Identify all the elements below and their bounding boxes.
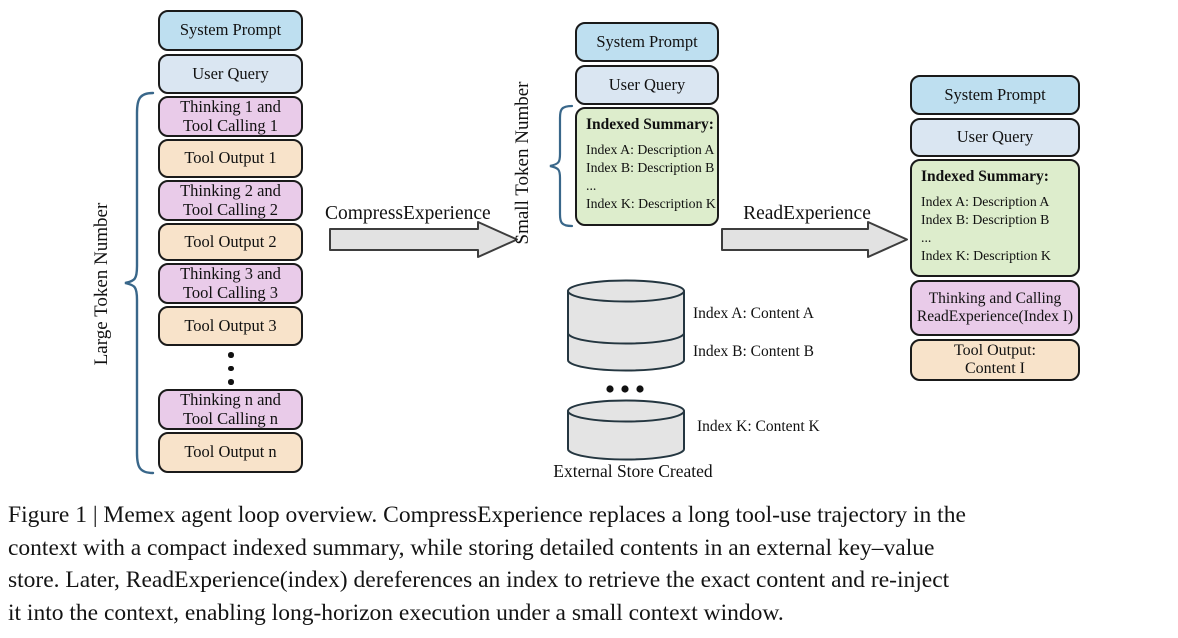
indexed-summary-heading: Indexed Summary: <box>586 116 714 133</box>
summary-line: Index A: Description A <box>586 141 715 157</box>
summary-line: ... <box>921 230 932 246</box>
read-experience-label: ReadExperience <box>743 203 871 224</box>
store-index-k-label: Index K: Content K <box>697 418 820 435</box>
summary-line: Index K: Description K <box>921 248 1051 264</box>
vertical-ellipsis-icon <box>228 352 234 385</box>
small-token-number-label: Small Token Number <box>512 81 533 245</box>
left-user-query-box: User Query <box>158 54 303 94</box>
read-arrow-icon <box>721 221 908 258</box>
summary-line: Index A: Description A <box>921 193 1050 209</box>
left-thinking-1-box: Thinking 1 and Tool Calling 1 <box>158 96 303 137</box>
left-tool-output-3-box: Tool Output 3 <box>158 306 303 346</box>
compress-arrow-icon <box>329 221 518 258</box>
summary-line: Index K: Description K <box>586 196 716 212</box>
middle-indexed-summary-box: Indexed Summary: Index A: Description A … <box>575 107 719 226</box>
right-user-query-box: User Query <box>910 118 1080 157</box>
left-system-prompt-box: System Prompt <box>158 10 303 51</box>
left-tool-output-2-box: Tool Output 2 <box>158 223 303 261</box>
summary-line: ... <box>586 178 597 194</box>
left-tool-output-1-box: Tool Output 1 <box>158 139 303 178</box>
left-thinking-2-box: Thinking 2 and Tool Calling 2 <box>158 180 303 221</box>
middle-user-query-box: User Query <box>575 65 719 105</box>
left-curly-brace-icon <box>124 91 155 475</box>
right-thinking-readexperience-box: Thinking and Calling ReadExperience(Inde… <box>910 280 1080 336</box>
large-token-number-label: Large Token Number <box>91 202 112 366</box>
figure-caption: Figure 1 | Memex agent loop overview. Co… <box>8 502 966 626</box>
store-index-b-label: Index B: Content B <box>693 343 814 360</box>
database-stack-icon <box>567 279 685 461</box>
summary-line: Index B: Description B <box>921 212 1050 228</box>
indexed-summary-heading: Indexed Summary: <box>921 168 1049 185</box>
right-tool-output-content-box: Tool Output: Content I <box>910 339 1080 381</box>
external-store-caption: External Store Created <box>553 461 713 481</box>
compress-experience-label: CompressExperience <box>325 203 491 224</box>
right-system-prompt-box: System Prompt <box>910 75 1080 115</box>
summary-line: Index B: Description B <box>586 160 715 176</box>
middle-system-prompt-box: System Prompt <box>575 22 719 62</box>
right-indexed-summary-box: Indexed Summary: Index A: Description A … <box>910 159 1080 277</box>
middle-curly-brace-icon <box>549 104 574 228</box>
left-tool-output-n-box: Tool Output n <box>158 432 303 473</box>
left-thinking-n-box: Thinking n and Tool Calling n <box>158 389 303 430</box>
left-thinking-3-box: Thinking 3 and Tool Calling 3 <box>158 263 303 304</box>
store-index-a-label: Index A: Content A <box>693 305 814 322</box>
